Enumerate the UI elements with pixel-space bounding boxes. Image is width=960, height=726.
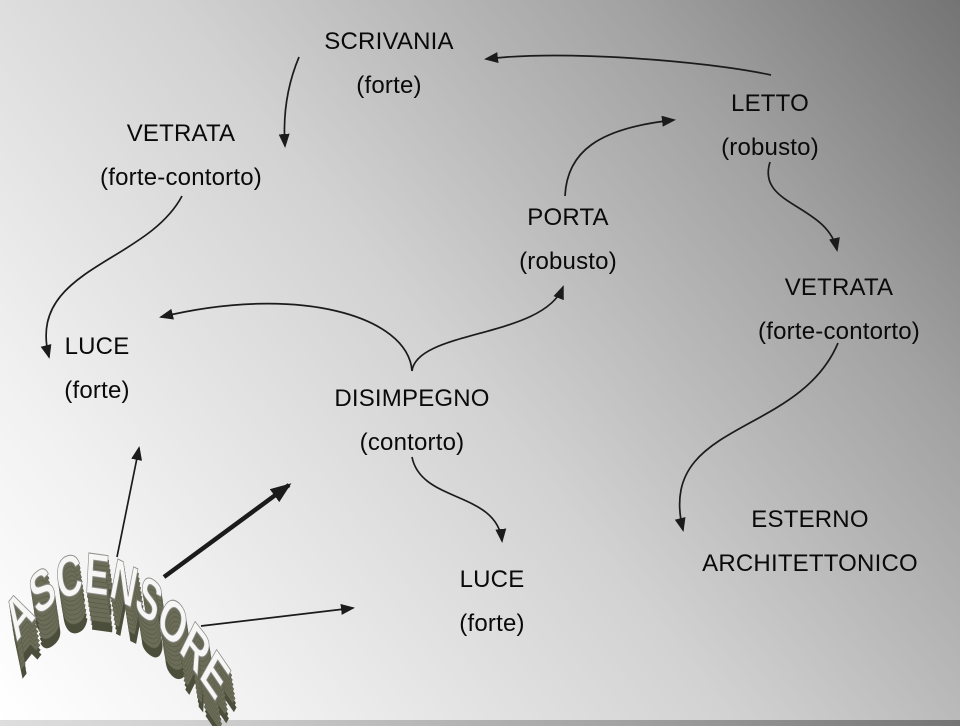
node-luce-left-title: LUCE <box>64 333 130 360</box>
node-scrivania-title: SCRIVANIA <box>324 28 454 55</box>
node-vetrata-left: VETRATA (forte-contorto) <box>100 112 262 200</box>
node-vetrata-right-title: VETRATA <box>784 274 894 301</box>
node-luce-left-quality: (forte) <box>64 377 130 404</box>
node-letto: LETTO (robusto) <box>721 82 819 170</box>
node-letto-quality: (robusto) <box>721 134 819 161</box>
node-scrivania-quality: (forte) <box>356 72 422 99</box>
arrow-disimpegno-luce_l <box>159 302 413 372</box>
arrow-letto-scrivania <box>484 52 772 76</box>
node-porta: PORTA (robusto) <box>519 196 617 284</box>
node-luce-left: LUCE (forte) <box>64 325 129 413</box>
node-porta-title: PORTA <box>527 204 609 231</box>
node-disimpegno-quality: (contorto) <box>359 429 465 456</box>
node-esterno-line2: ARCHITETTONICO <box>702 550 918 577</box>
node-vetrata-left-title: VETRATA <box>126 120 236 147</box>
node-luce-bottom-title: LUCE <box>459 566 525 593</box>
arrow-disimpegno-porta <box>411 285 564 372</box>
arrow-letto-vetrata_r <box>767 161 840 252</box>
node-porta-quality: (robusto) <box>519 248 617 275</box>
ascensore-wordart: ASCENSOREASCENSOREASCENSOREASCENSOREASCE… <box>0 541 243 726</box>
node-disimpegno: DISIMPEGNO (contorto) <box>334 377 489 465</box>
node-vetrata-left-quality: (forte-contorto) <box>100 164 262 191</box>
node-disimpegno-title: DISIMPEGNO <box>334 385 490 412</box>
node-vetrata-right: VETRATA (forte-contorto) <box>758 266 920 354</box>
node-letto-title: LETTO <box>731 90 809 117</box>
arrow-disimpegno-luce_b <box>411 456 507 543</box>
node-luce-bottom: LUCE (forte) <box>459 558 524 646</box>
node-scrivania: SCRIVANIA (forte) <box>324 20 453 108</box>
node-esterno-line1: ESTERNO <box>751 506 869 533</box>
node-luce-bottom-quality: (forte) <box>459 610 525 637</box>
node-esterno-architettonico: ESTERNO ARCHITETTONICO <box>702 498 918 586</box>
arrow-porta-letto <box>564 115 676 197</box>
arrow-scrivania-vetrata_l <box>278 56 300 148</box>
node-vetrata-right-quality: (forte-contorto) <box>758 318 920 345</box>
arrow-ascensore-luce_b <box>200 603 355 627</box>
